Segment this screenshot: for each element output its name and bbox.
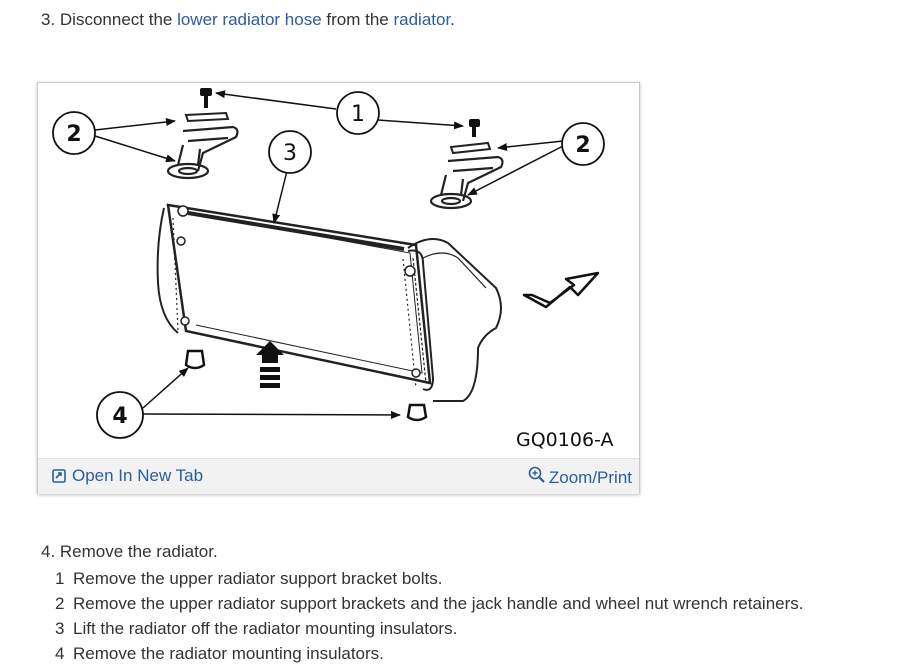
figure-toolbar: Open In New Tab Zoom/Print (38, 458, 639, 494)
step-4-heading: 4. Remove the radiator. (41, 542, 218, 561)
zoom-print-link[interactable]: Zoom/Print (528, 466, 632, 488)
bolt-left (200, 88, 212, 108)
substep-item: 1 Remove the upper radiator support brack… (55, 566, 804, 591)
open-new-tab-icon (52, 469, 66, 483)
zoom-print-label: Zoom/Print (548, 468, 632, 487)
step-3-prefix: 3. Disconnect the (41, 10, 178, 29)
substep-item: 4 Remove the radiator mounting insulators… (55, 641, 804, 666)
bracket-right (429, 155, 504, 210)
substep-text: Remove the radiator mounting insulators. (73, 644, 384, 663)
insulator-right (406, 403, 428, 422)
callout-2-right-label: 2 (575, 133, 590, 158)
substep-text: Remove the upper radiator support bracke… (73, 594, 804, 613)
figure-code: GQ0106-A (516, 429, 613, 451)
step-3-middle: from the (321, 10, 394, 29)
callout-4-label: 4 (112, 404, 127, 429)
substep-text: Lift the radiator off the radiator mount… (73, 619, 458, 638)
callout-3-label: 3 (283, 141, 297, 166)
callout-2-left-label: 2 (66, 122, 81, 147)
open-in-new-tab-label: Open In New Tab (72, 466, 204, 485)
callout-1-label: 1 (351, 102, 365, 127)
lift-direction-arrow (256, 341, 284, 388)
substep-item: 2 Remove the upper radiator support brack… (55, 591, 804, 616)
callout-3-circle (268, 130, 312, 174)
insulator-left (184, 349, 206, 370)
retainer-clip-left (184, 111, 230, 123)
substep-number: 4 (55, 644, 65, 663)
substep-number: 1 (55, 569, 65, 588)
step-3-suffix: . (450, 10, 455, 29)
callout-1-circle (336, 91, 380, 135)
substep-item: 3 Lift the radiator off the radiator moun… (55, 616, 804, 641)
bolt-right (469, 119, 480, 137)
retainer-clip-right (449, 141, 492, 155)
forward-direction-arrow (522, 271, 600, 309)
substep-number: 3 (55, 619, 65, 638)
callout-2-right-circle (561, 122, 605, 166)
substep-number: 2 (55, 594, 65, 613)
lower-radiator-hose-link[interactable]: lower radiator hose (177, 10, 322, 29)
callout-2-left-circle (52, 111, 96, 155)
radiator-link[interactable]: radiator (393, 10, 451, 29)
radiator-core (156, 203, 435, 391)
step-3-text: 3. Disconnect the lower radiator hose fr… (41, 9, 455, 31)
callout-4-circle (96, 391, 144, 439)
radiator-figure: 1 2 2 3 4 GQ0106-A Open In New Tab Zoom/… (37, 82, 640, 494)
substep-text: Remove the upper radiator support bracke… (73, 569, 443, 588)
fan-shroud (407, 238, 502, 402)
zoom-magnifier-icon (528, 466, 545, 483)
open-in-new-tab-link[interactable]: Open In New Tab (52, 466, 203, 486)
bracket-left (166, 125, 239, 180)
radiator-diagram: 1 2 2 3 4 GQ0106-A (52, 88, 613, 451)
